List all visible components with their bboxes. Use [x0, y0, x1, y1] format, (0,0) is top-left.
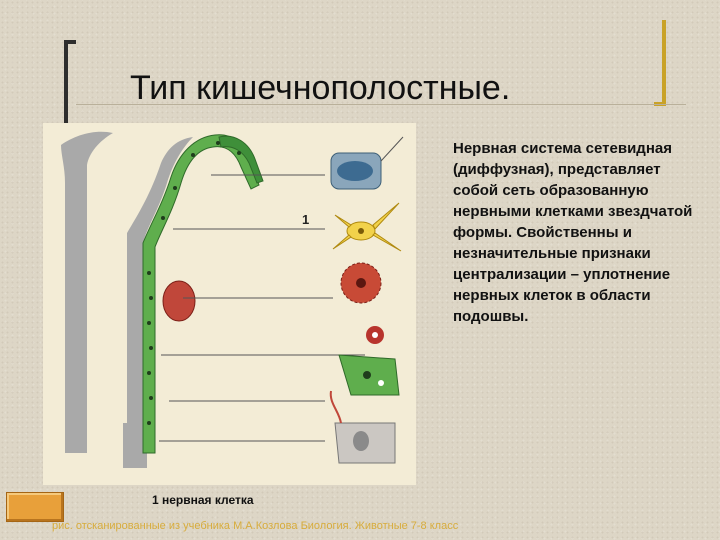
back-arrow-button-icon[interactable] [6, 492, 64, 522]
description-text: Нервная система сетевидная (диффузная), … [453, 140, 693, 325]
title-bracket-right [654, 20, 666, 106]
title-divider [76, 104, 686, 105]
nerve-cell [332, 202, 402, 252]
source-note: рис. отсканированные из учебника М.А.Коз… [52, 520, 459, 532]
figure-caption: 1 нервная клетка [152, 493, 254, 507]
ectoderm-layer [142, 134, 260, 454]
hydra-illustration [61, 131, 404, 468]
figure-label-1: 1 [302, 212, 310, 227]
slide-title: Тип кишечнополостные. [130, 69, 511, 107]
hydra-figure [43, 123, 416, 485]
title-bracket-left [64, 40, 76, 124]
hydra-body-left [61, 131, 113, 453]
hydra-body-right [127, 137, 193, 453]
bud [162, 280, 196, 322]
